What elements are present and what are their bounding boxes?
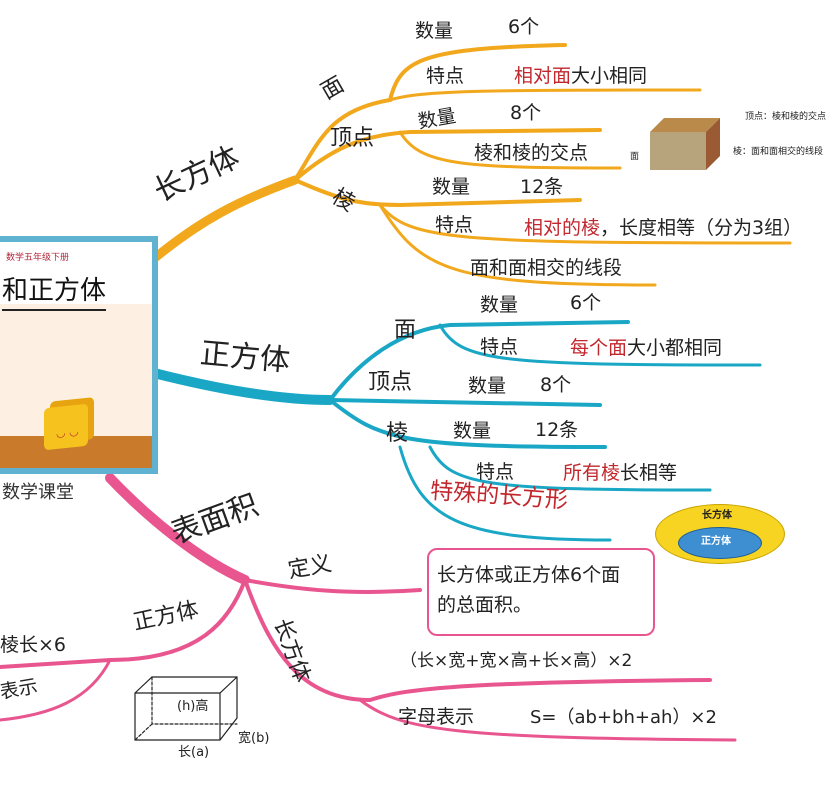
- cube-edge-feature-label: 特点: [476, 461, 515, 483]
- cuboid-vertex-definition: 棱和棱的交点: [474, 142, 589, 164]
- cube-edge-label: 棱: [386, 421, 409, 446]
- cuboid-area-letter-label: 字母表示: [398, 706, 475, 728]
- cube-face-feature-label: 特点: [480, 336, 519, 358]
- definition-box: 长方体或正方体6个面 的总面积。: [427, 548, 655, 636]
- cuboid-edge-feature-label: 特点: [435, 214, 474, 236]
- highlight-text: 每个面: [570, 337, 628, 359]
- cube-area-formula: 棱长×6: [0, 634, 67, 656]
- venn-inner: 正方体: [678, 527, 762, 559]
- venn-diagram: 长方体 正方体: [655, 504, 785, 564]
- venn-outer-label: 长方体: [702, 510, 732, 521]
- book-subtitle: 数学五年级下册: [6, 253, 70, 263]
- highlight-text: 相对面: [514, 65, 572, 87]
- cube-vertex-label: 顶点: [368, 370, 413, 395]
- cube-face-label: 面: [394, 318, 417, 343]
- cuboid-branches: [145, 43, 792, 287]
- surface-area-branches: [0, 473, 737, 742]
- feature-text: ，长度相等（分为3组）: [600, 217, 803, 239]
- cuboid-face-feature: 相对面大小相同: [514, 67, 647, 86]
- book-title: 和正方体: [2, 270, 107, 311]
- cuboid-vertex-label: 顶点: [330, 126, 375, 151]
- cuboid-area-formula: （长×宽+宽×高+长×高）×2: [400, 651, 633, 671]
- figure-face-note: 面: [630, 152, 640, 162]
- figure-vertex-note: 顶点：棱和棱的交点: [745, 112, 827, 122]
- figure-edge-note: 棱：面和面相交的线段: [733, 147, 824, 157]
- cuboid-line-diagram: [134, 676, 238, 741]
- diagram-width-label: 宽(b): [238, 731, 270, 746]
- cuboid-face-feature-label: 特点: [426, 65, 465, 87]
- cube-branches: [145, 320, 762, 542]
- feature-text: 大小相同: [571, 65, 648, 87]
- cube-character-icon: ◡ ◡: [44, 403, 88, 451]
- cube-vertex-count-label: 数量: [468, 375, 507, 397]
- cube-face-count-label: 数量: [480, 294, 519, 316]
- cuboid-edge-count-label: 数量: [432, 176, 471, 198]
- highlight-text: 相对的棱: [524, 217, 601, 239]
- cuboid-area-letter-formula: S=（ab+bh+ah）×2: [530, 707, 717, 728]
- cube-face-feature: 每个面大小都相同: [570, 339, 722, 358]
- diagram-length-label: 长(a): [178, 745, 210, 760]
- cube-label: 正方体: [198, 336, 292, 379]
- book-cover: 数学五年级下册 和正方体 ◡ ◡: [0, 236, 158, 474]
- cube-edge-count: 12条: [535, 419, 579, 441]
- definition-line-2: 的总面积。: [437, 594, 533, 616]
- feature-text: 大小都相同: [627, 337, 723, 359]
- highlight-text: 所有棱: [563, 462, 621, 484]
- cuboid-edge-feature: 相对的棱，长度相等（分为3组）: [524, 219, 802, 238]
- cuboid-edge-definition: 面和面相交的线段: [470, 257, 623, 279]
- cuboid-edge-count: 12条: [520, 176, 564, 198]
- cuboid-face-count-label: 数量: [415, 20, 454, 42]
- cube-vertex-count: 8个: [540, 374, 572, 396]
- feature-text: 长相等: [620, 462, 678, 484]
- cube-face-count: 6个: [570, 292, 602, 314]
- book-caption: 数学课堂: [2, 482, 74, 503]
- diagram-height-label: (h)高: [177, 699, 209, 714]
- cuboid-vertex-count: 8个: [510, 102, 542, 124]
- cube-edge-feature: 所有棱长相等: [563, 464, 677, 483]
- cube-edge-count-label: 数量: [453, 420, 492, 442]
- venn-inner-label: 正方体: [701, 536, 731, 547]
- cuboid-face-count: 6个: [508, 16, 540, 38]
- definition-line-1: 长方体或正方体6个面: [437, 564, 621, 586]
- cuboid-photo: [650, 118, 720, 170]
